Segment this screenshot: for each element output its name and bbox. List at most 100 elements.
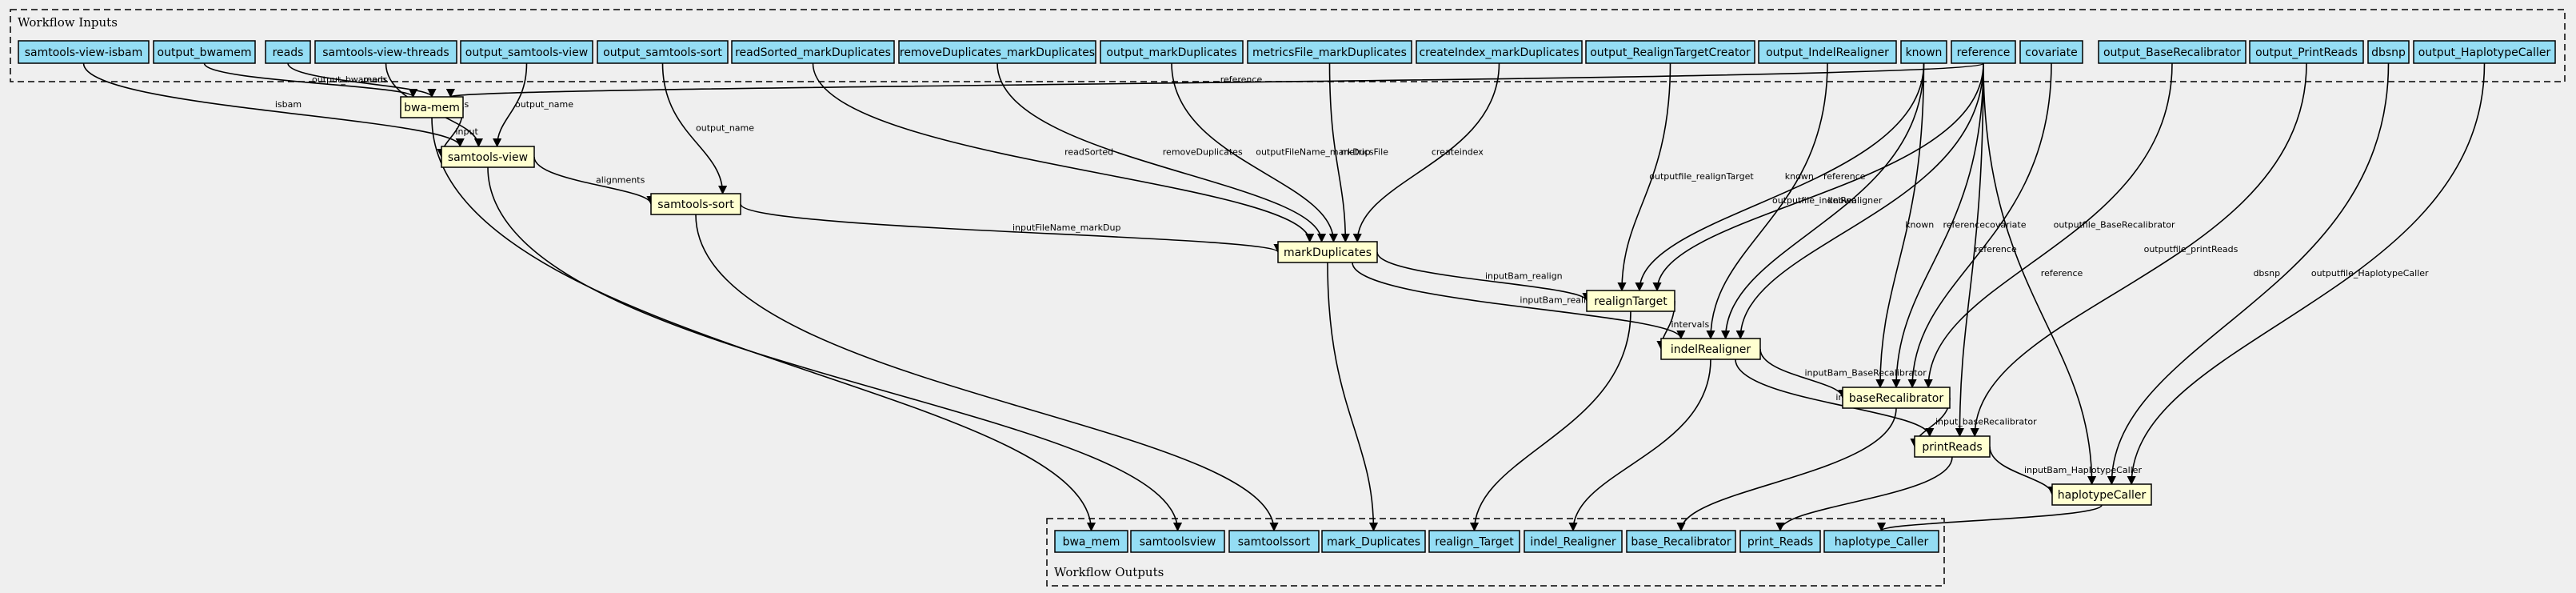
output-node-samtoolsview[interactable]: samtoolsview	[1130, 530, 1225, 553]
edge-output_samtools-sort-to-samtools-sort	[661, 62, 728, 195]
step-node-label: samtools-sort	[657, 198, 734, 211]
input-node-box	[18, 40, 150, 64]
step-node-printReads[interactable]: printReads	[1914, 435, 1991, 458]
edge-samtools-view-isbam-to-samtools-view	[82, 62, 465, 148]
input-node-box	[731, 40, 895, 64]
step-node-label: indelRealigner	[1671, 343, 1751, 356]
edge-label: dbsnp	[2253, 268, 2280, 278]
step-node-markDuplicates[interactable]: markDuplicates	[1277, 241, 1378, 263]
input-node-label: output_samtools-view	[465, 46, 588, 59]
input-node-reference[interactable]: reference	[1951, 40, 2016, 64]
input-node-output-markDuplicates[interactable]: output_markDuplicates	[1100, 40, 1244, 64]
step-node-baseRecalibrator[interactable]: baseRecalibrator	[1842, 387, 1951, 409]
step-node-samtools-sort[interactable]: samtools-sort	[650, 193, 741, 215]
input-node-box	[2249, 40, 2364, 64]
step-node-label: samtools-view	[448, 151, 528, 164]
edge-label: reference	[2041, 268, 2083, 278]
input-node-samtools-view-threads[interactable]: samtools-view-threads	[314, 40, 457, 64]
output-node-realign-Target[interactable]: realign_Target	[1428, 530, 1520, 553]
input-node-label: output_BaseRecalibrator	[2103, 46, 2241, 59]
edge-output_bwamem-to-bwa-mem	[203, 62, 418, 98]
output-node-indel-Realigner[interactable]: indel_Realigner	[1524, 530, 1623, 553]
input-node-dbsnp[interactable]: dbsnp	[2367, 40, 2410, 64]
edge-indelRealigner-to-baseRecalibrator	[1759, 348, 1847, 399]
input-node-box	[460, 40, 593, 64]
input-node-readSorted-markDuplicates[interactable]: readSorted_markDuplicates	[731, 40, 895, 64]
output-node-bwa-mem[interactable]: bwa_mem	[1054, 530, 1128, 553]
input-node-samtools-view-isbam[interactable]: samtools-view-isbam	[18, 40, 150, 64]
step-node-bwa-mem[interactable]: bwa-mem	[400, 96, 464, 118]
output-node-samtoolssort[interactable]: samtoolssort	[1228, 530, 1320, 553]
input-node-box	[1100, 40, 1244, 64]
output-node-base-Recalibrator[interactable]: base_Recalibrator	[1626, 530, 1736, 553]
edge-label: input_baseRecalibrator	[1935, 417, 2037, 427]
edge-known-to-realignTarget	[1635, 62, 1925, 292]
edge-reference-to-bwa-mem	[447, 62, 1984, 98]
input-node-label: output_HaplotypeCaller	[2418, 46, 2551, 59]
step-node-haplotypeCaller[interactable]: haplotypeCaller	[2051, 483, 2152, 506]
input-node-output-samtools-view[interactable]: output_samtools-view	[460, 40, 593, 64]
input-node-label: output_RealignTargetCreator	[1590, 46, 1751, 59]
step-node-indelRealigner[interactable]: indelRealigner	[1660, 338, 1761, 360]
input-node-output-PrintReads[interactable]: output_PrintReads	[2249, 40, 2364, 64]
input-node-label: output_IndelRealigner	[1766, 46, 1889, 59]
input-node-label: createIndex_markDuplicates	[1419, 46, 1579, 59]
input-node-removeDuplicates-markDuplicates[interactable]: removeDuplicates_markDuplicates	[898, 40, 1096, 64]
edge-samtools-sort-to-samtoolssort	[695, 214, 1279, 532]
edge-printReads-to-haplotypeCaller	[1989, 446, 2057, 496]
step-node-box	[1914, 435, 1991, 458]
input-node-label: reads	[273, 46, 304, 59]
output-node-mark-Duplicates[interactable]: mark_Duplicates	[1321, 530, 1426, 553]
edge-label: input	[456, 126, 479, 137]
input-node-reads[interactable]: reads	[265, 40, 311, 64]
edge-label: inputBam_HaplotypeCaller	[2024, 465, 2142, 475]
edge-bwa-mem-to-bwa_mem	[431, 117, 1096, 532]
output-node-label: indel_Realigner	[1530, 536, 1616, 549]
edge-baseRecalibrator-to-base_Recalibrator	[1676, 407, 1897, 532]
edge-label: reference	[1975, 244, 2017, 254]
step-node-realignTarget[interactable]: realignTarget	[1586, 290, 1675, 312]
input-node-output-bwamem[interactable]: output_bwamem	[153, 40, 256, 64]
input-node-metricsFile-markDuplicates[interactable]: metricsFile_markDuplicates	[1247, 40, 1412, 64]
input-node-output-BaseRecalibrator[interactable]: output_BaseRecalibrator	[2098, 40, 2247, 64]
edge-label: outputfile_printReads	[2144, 244, 2239, 254]
output-node-box	[1428, 530, 1520, 553]
step-node-label: bwa-mem	[404, 102, 460, 114]
edge-label: outputfile_indelRealigner	[1772, 195, 1883, 206]
output-node-haplotype-Caller[interactable]: haplotype_Caller	[1823, 530, 1939, 553]
edge-label: output_name	[696, 123, 754, 134]
input-node-output-samtools-sort[interactable]: output_samtools-sort	[597, 40, 729, 64]
step-node-label: printReads	[1922, 441, 1982, 454]
input-node-label: samtools-view-threads	[322, 46, 449, 59]
step-node-samtools-view[interactable]: samtools-view	[441, 146, 535, 168]
input-node-box	[898, 40, 1096, 64]
edge-reference-to-printReads	[1955, 62, 1984, 438]
input-node-output-HaplotypeCaller[interactable]: output_HaplotypeCaller	[2413, 40, 2556, 64]
input-node-label: known	[1906, 46, 1943, 59]
edges-layer: output_bwamemreadsreferenceisbamthreadso…	[82, 62, 2486, 532]
edge-indelRealigner-to-printReads	[1735, 359, 1935, 438]
output-node-label: print_Reads	[1747, 536, 1813, 549]
edge-label: outputfile_HaplotypeCaller	[2311, 268, 2429, 278]
input-node-output-RealignTargetCreator[interactable]: output_RealignTargetCreator	[1585, 40, 1755, 64]
output-node-box	[1130, 530, 1225, 553]
edge-label: known	[1828, 195, 1857, 206]
input-node-label: metricsFile_markDuplicates	[1252, 46, 1407, 59]
edge-output_markDuplicates-to-markDuplicates	[1171, 62, 1339, 243]
edge-label: intervals	[1671, 319, 1710, 330]
input-node-box	[2367, 40, 2410, 64]
edge-label: inputBam_realign	[1520, 295, 1597, 306]
input-node-known[interactable]: known	[1900, 40, 1947, 64]
input-node-covariate[interactable]: covariate	[2019, 40, 2083, 64]
input-node-output-IndelRealigner[interactable]: output_IndelRealigner	[1758, 40, 1897, 64]
edge-reference-to-baseRecalibrator	[1891, 62, 1984, 389]
output-node-label: bwa_mem	[1063, 536, 1120, 549]
output-node-print-Reads[interactable]: print_Reads	[1739, 530, 1821, 553]
input-node-createIndex-markDuplicates[interactable]: createIndex_markDuplicates	[1416, 40, 1583, 64]
edge-label: known	[1905, 220, 1934, 230]
workflow-outputs-cluster	[1046, 518, 1945, 587]
edge-readSorted_markDuplicates-to-markDuplicates	[812, 62, 1315, 243]
step-node-box	[441, 146, 535, 168]
step-node-box	[1277, 241, 1378, 263]
